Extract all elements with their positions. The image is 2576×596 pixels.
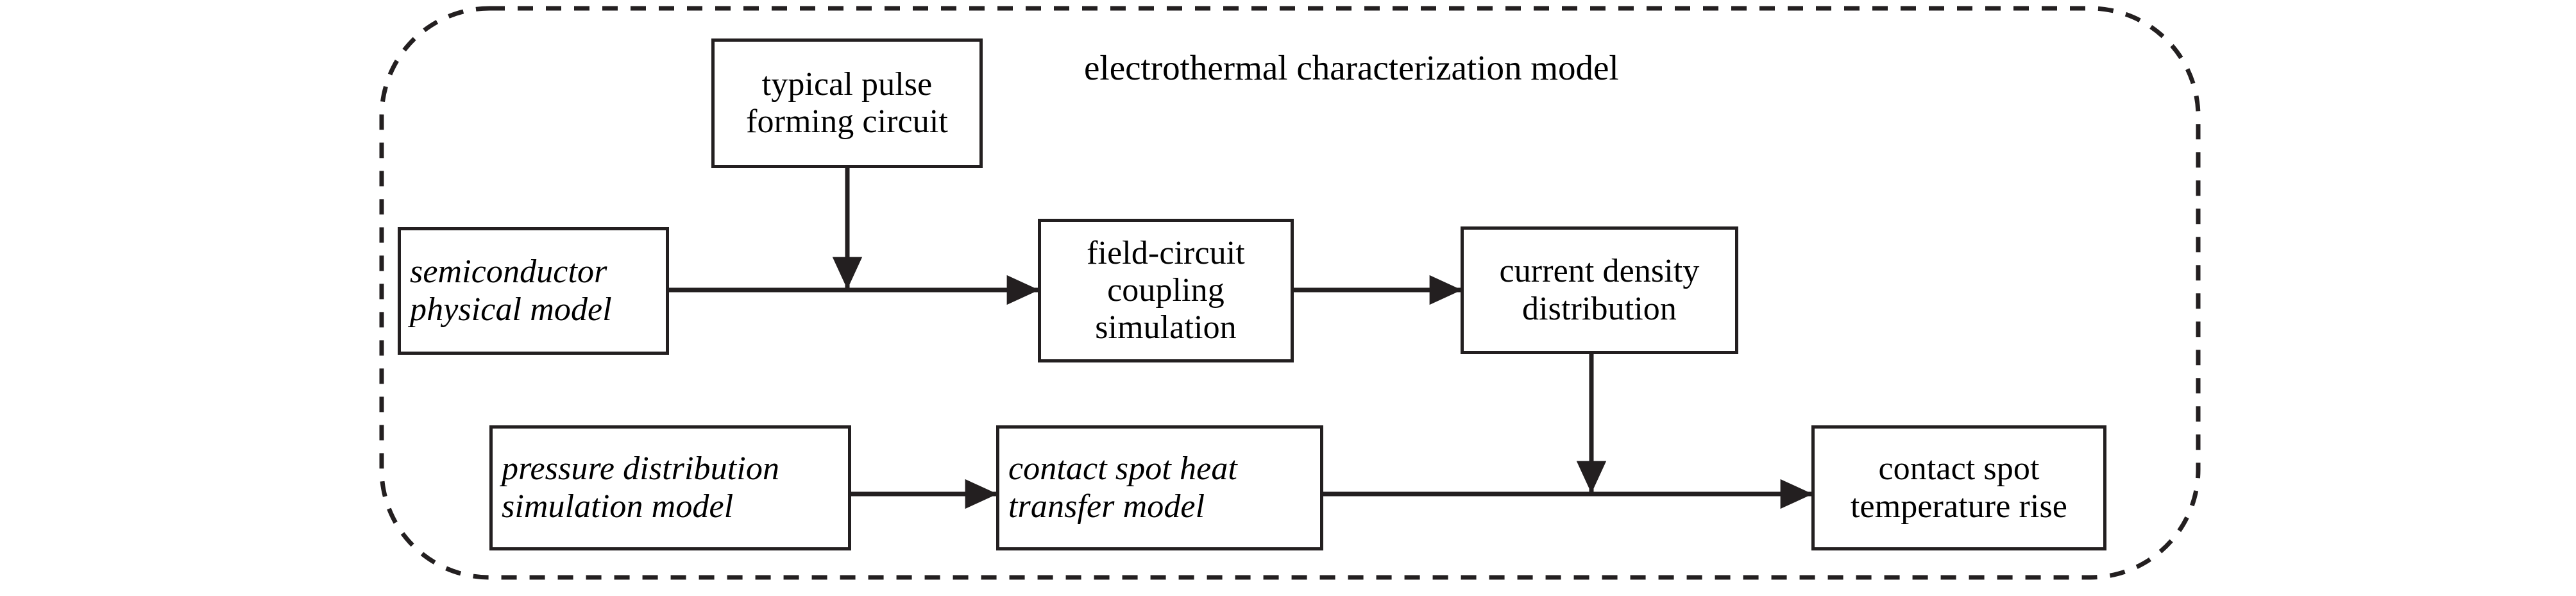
node-typical-pulse-forming-circuit[interactable]: typical pulse forming circuit [711, 38, 983, 168]
node-current-density-distribution[interactable]: current density distribution [1461, 226, 1738, 354]
group-title-label: electrothermal characterization model [1084, 50, 1619, 85]
group-title-text: electrothermal characterization model [1084, 48, 1619, 87]
node-line: contact spot [1878, 450, 2040, 488]
node-line: semiconductor [410, 253, 607, 291]
node-line: simulation model [502, 488, 734, 525]
node-line: coupling [1107, 271, 1224, 309]
node-line: physical model [410, 291, 612, 328]
group-boundary-dashed-rect [379, 6, 2201, 580]
node-semiconductor-physical-model[interactable]: semiconductor physical model [398, 227, 669, 355]
node-pressure-distribution-simulation-model[interactable]: pressure distribution simulation model [489, 425, 851, 550]
node-line: field-circuit [1087, 234, 1245, 271]
node-field-circuit-coupling-simulation[interactable]: field-circuit coupling simulation [1038, 219, 1294, 362]
node-line: transfer model [1008, 488, 1205, 525]
node-line: current density [1499, 253, 1700, 290]
node-contact-spot-temperature-rise[interactable]: contact spot temperature rise [1811, 425, 2106, 550]
node-line: forming circuit [746, 103, 948, 140]
node-line: typical pulse [761, 65, 933, 103]
node-line: pressure distribution [502, 450, 780, 488]
node-line: temperature rise [1851, 488, 2067, 525]
node-contact-spot-heat-transfer-model[interactable]: contact spot heat transfer model [996, 425, 1323, 550]
node-line: distribution [1522, 290, 1677, 327]
node-line: simulation [1095, 309, 1237, 346]
node-line: contact spot heat [1008, 450, 1237, 488]
